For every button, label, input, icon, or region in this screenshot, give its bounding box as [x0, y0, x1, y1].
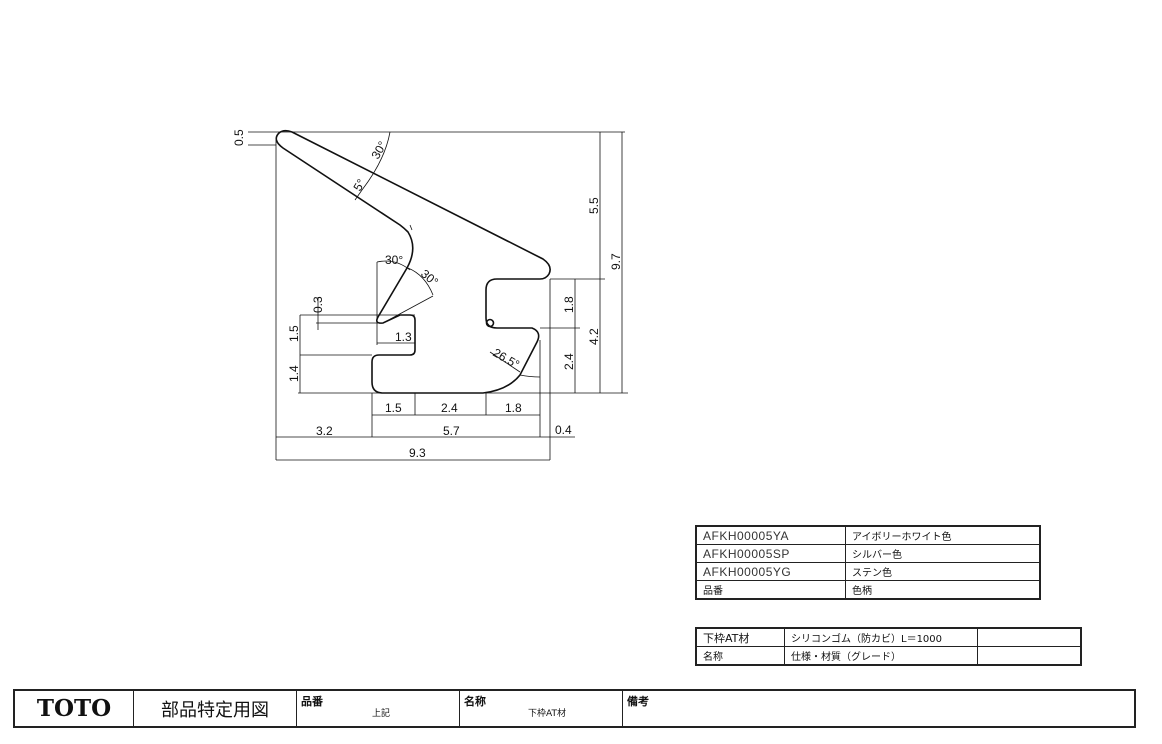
- dim-0-5: 0.5: [232, 129, 246, 146]
- part-color: ステン色: [845, 562, 1041, 581]
- dimension-labels: 0.5 30° 5° 30° 30° 0.3 1.5 1.3 1.4 26.5°…: [232, 129, 623, 460]
- dim-1-8-horiz: 1.8: [505, 401, 522, 415]
- dim-9-7: 9.7: [609, 253, 623, 270]
- title-block: TOTO 部品特定用図 品番上記 名称下枠AT材 備考: [13, 689, 1136, 728]
- spec-table: 下枠AT材シリコンゴム（防カビ）L＝1000 名称仕様・材質（グレード）: [695, 627, 1082, 666]
- dim-1-8-vert: 1.8: [562, 296, 576, 313]
- dim-1-4: 1.4: [287, 365, 301, 382]
- table-header-row: 品番色柄: [695, 580, 1041, 600]
- table-row: 下枠AT材シリコンゴム（防カビ）L＝1000: [695, 627, 1082, 647]
- spec-value: シリコンゴム（防カビ）L＝1000: [784, 627, 978, 647]
- header-color: 色柄: [845, 580, 1041, 600]
- dim-0-3: 0.3: [311, 296, 325, 313]
- part-color: シルバー色: [845, 544, 1041, 563]
- dim-angle-5: 5°: [350, 176, 368, 193]
- dim-0-4: 0.4: [555, 423, 572, 437]
- part-code: AFKH00005YA: [695, 525, 846, 545]
- spec-blank: [977, 627, 1082, 647]
- spec-name: 下枠AT材: [695, 627, 785, 647]
- name-label: 名称: [464, 695, 486, 708]
- dim-5-5: 5.5: [587, 197, 601, 214]
- part-code: AFKH00005SP: [695, 544, 846, 563]
- part-color: アイボリーホワイト色: [845, 525, 1041, 545]
- remarks-cell: 備考: [623, 691, 1134, 726]
- dim-1-3: 1.3: [395, 330, 412, 344]
- dim-4-2: 4.2: [587, 328, 601, 345]
- dim-angle-30-top: 30°: [368, 139, 389, 162]
- part-code: AFKH00005YG: [695, 562, 846, 581]
- part-no-value: 上記: [372, 709, 391, 719]
- dimension-lines: [248, 131, 628, 461]
- dim-angle-26-5: 26.5°: [491, 345, 523, 371]
- spec-blank: [977, 646, 1082, 666]
- profile-outline: [275, 129, 551, 394]
- dim-angle-30-right: 30°: [418, 267, 441, 290]
- toto-logo: TOTO: [15, 691, 134, 726]
- dim-angle-30-left: 30°: [385, 253, 403, 267]
- dim-3-2: 3.2: [316, 424, 333, 438]
- dim-2-4-vert: 2.4: [562, 353, 576, 370]
- dim-9-3: 9.3: [409, 446, 426, 460]
- name-label: 名称: [695, 646, 785, 666]
- dim-1-5-vert: 1.5: [287, 325, 301, 342]
- dim-2-4-horiz: 2.4: [441, 401, 458, 415]
- name-value: 下枠AT材: [528, 709, 566, 719]
- part-no-cell: 品番上記: [297, 691, 460, 726]
- remarks-label: 備考: [627, 695, 649, 708]
- name-cell: 名称下枠AT材: [460, 691, 623, 726]
- spec-label: 仕様・材質（グレード）: [784, 646, 978, 666]
- dim-1-5-horiz: 1.5: [385, 401, 402, 415]
- header-code: 品番: [695, 580, 846, 600]
- drawing-title: 部品特定用図: [134, 691, 297, 726]
- table-header-row: 名称仕様・材質（グレード）: [695, 646, 1082, 666]
- part-no-label: 品番: [301, 695, 323, 708]
- dim-5-7: 5.7: [443, 424, 460, 438]
